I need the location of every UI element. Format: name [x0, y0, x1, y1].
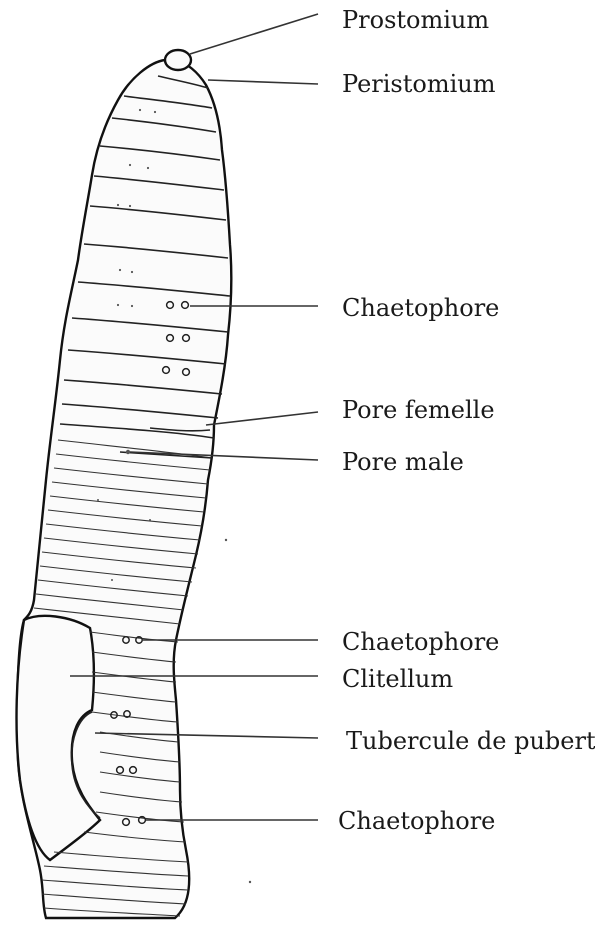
label-chaetophore-3: Chaetophore [338, 807, 495, 835]
leader-prostomium [190, 14, 318, 54]
label-tubercule: Tubercule de puberté [346, 727, 595, 755]
label-pore-male: Pore male [342, 448, 464, 476]
label-pore-femelle: Pore femelle [342, 396, 495, 424]
prostomium-lobe [165, 50, 191, 70]
label-peristomium: Peristomium [342, 70, 496, 98]
label-chaetophore-2: Chaetophore [342, 628, 499, 656]
leader-pore-femelle [206, 412, 318, 425]
pore-male-dot [126, 450, 130, 454]
label-clitellum: Clitellum [342, 665, 453, 693]
label-prostomium: Prostomium [342, 6, 489, 34]
leader-peristomium [208, 80, 318, 84]
label-chaetophore-1: Chaetophore [342, 294, 499, 322]
labels: Prostomium Peristomium Chaetophore Pore … [338, 6, 595, 835]
worm-body [17, 50, 252, 918]
